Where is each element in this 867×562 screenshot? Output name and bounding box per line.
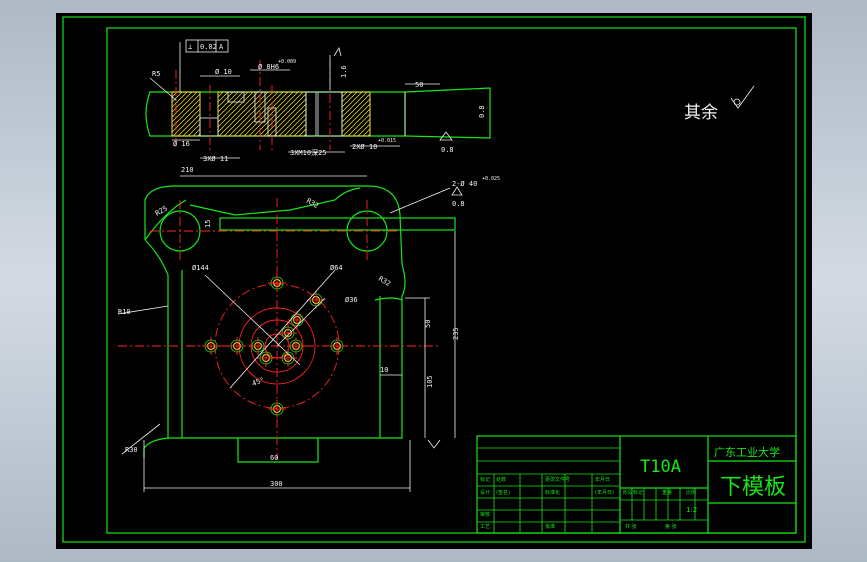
label-2xd10-tol: +0.015	[378, 138, 396, 144]
label-ra16: 1.6	[340, 65, 348, 78]
label-d16: Ø 16	[173, 140, 190, 148]
label-r30: R30	[125, 446, 138, 454]
label-235: 235	[452, 327, 460, 340]
label-60: 60	[270, 454, 278, 462]
tb-row5a: 工艺	[480, 524, 490, 530]
tb-row5b: 批准	[545, 523, 555, 530]
label-105: 105	[426, 375, 434, 388]
scale-label: 1:2	[686, 506, 697, 514]
surface-note: 其余	[684, 103, 718, 123]
label-d10: Ø 10	[215, 68, 232, 76]
tol-frame-value: 0.02	[200, 43, 217, 51]
label-r5: R5	[152, 70, 160, 78]
tb-row5d: 第 张	[665, 523, 677, 530]
label-r10: R10	[118, 308, 131, 316]
tb-row2a: 设计	[480, 489, 490, 496]
label-d144: Ø144	[192, 264, 209, 272]
label-d64: Ø64	[330, 264, 343, 272]
label-d8h6: Ø 8H6	[258, 63, 279, 71]
label-210: 210	[181, 166, 194, 174]
label-2xd10: 2XØ 10	[352, 143, 377, 151]
surface-finish-circle	[733, 98, 741, 106]
label-ra08-right: 0.8	[452, 200, 465, 208]
outer-border	[62, 16, 806, 543]
label-50: 50	[424, 320, 432, 328]
tb-row5c: 共 张	[625, 523, 637, 530]
label-r32b: R32	[377, 275, 392, 288]
label-ra08-side: 0.8	[478, 105, 486, 118]
inner-frame	[106, 27, 797, 534]
tb-row3a: 阶段标记	[623, 489, 643, 496]
tb-row1d: 年月日	[595, 476, 610, 483]
surface-finish-symbol	[730, 85, 755, 109]
title-block: T10A 广东工业大学 下模板 1:2 标记 处数 更改文件号 年月日 设计 (…	[476, 435, 797, 534]
tol-frame-symbol: ⊥	[188, 43, 192, 51]
tb-row2b: (签名)	[496, 489, 510, 496]
label-r32: R32	[305, 197, 320, 210]
label-15: 15	[204, 220, 212, 228]
material-label: T10A	[640, 457, 681, 477]
tb-row2c: 标准化	[545, 489, 560, 496]
label-2xd40-tol: +0.025	[482, 176, 500, 182]
label-d36: Ø36	[345, 296, 358, 304]
label-hole-note: 3XM10深25	[290, 148, 327, 157]
label-ra08-bottom: 0.8	[441, 146, 454, 154]
tb-row4: 审核	[480, 511, 490, 518]
label-2xd40: 2-Ø 40	[452, 180, 477, 188]
tb-row2d: (年月日)	[595, 489, 614, 496]
slot-outline	[219, 217, 456, 231]
label-10: 10	[380, 366, 388, 374]
tb-row1c: 更改文件号	[545, 476, 570, 483]
label-d8h6-tol: +0.009	[278, 59, 296, 65]
tb-row1: 标记	[480, 476, 490, 483]
tol-frame-datum: A	[219, 43, 224, 51]
tb-row1b: 处数	[496, 476, 506, 483]
plan-view: 210 R25 R32 15 2-Ø 40 +0.025 0.8 Ø144 Ø6…	[117, 166, 500, 492]
school-label: 广东工业大学	[714, 445, 780, 459]
label-width50: 50	[415, 81, 423, 89]
section-view: ⊥ 0.02 A R5 Ø 10 Ø 8H6 +0.009 1.6 50 0.8…	[145, 39, 491, 163]
part-name-label: 下模板	[720, 475, 786, 500]
label-3xd11: 3XØ 11	[203, 155, 228, 163]
tb-row3c: 比例	[686, 489, 696, 496]
label-45deg: 45°	[251, 376, 266, 388]
tb-row3b: 重量	[662, 489, 672, 496]
label-300: 300	[270, 480, 283, 488]
